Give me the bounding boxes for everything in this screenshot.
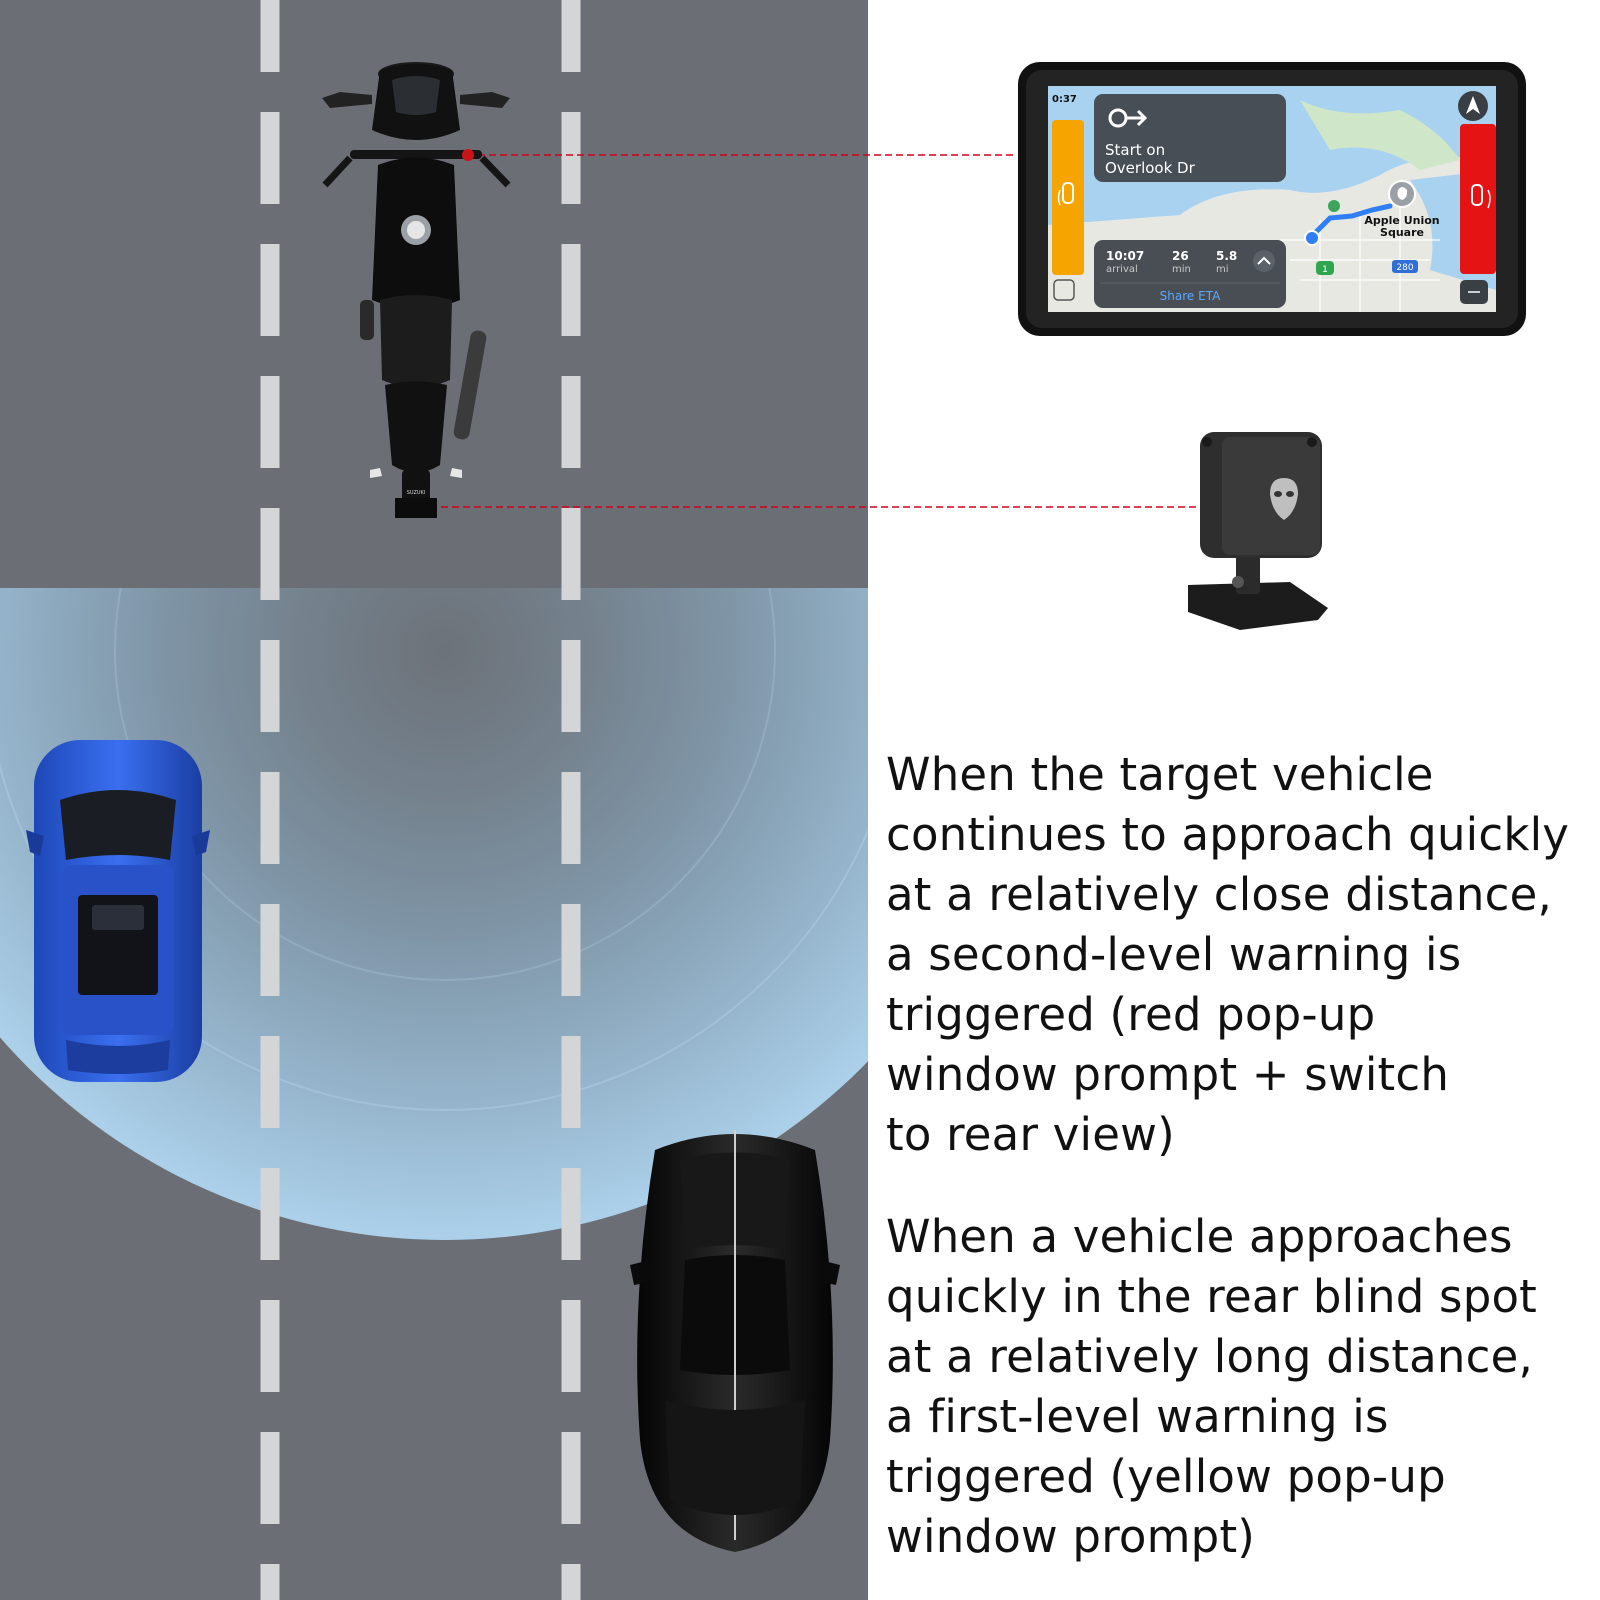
route-shield: 1 (1322, 265, 1328, 275)
distance-label: mi (1216, 264, 1229, 275)
second-level-warning-description: When the target vehicle continues to app… (886, 745, 1596, 1165)
motorcycle-display: 1 280 Apple Union Square 0:37 Start on O… (1018, 62, 1526, 336)
car-alert-icon-left (1057, 182, 1074, 206)
text-line: window prompt + switch (886, 1048, 1450, 1101)
eta-card (1094, 240, 1286, 308)
second-level-warning-bar (1460, 124, 1496, 274)
car-alert-icon-right (1471, 184, 1491, 209)
minutes-label: min (1172, 264, 1191, 275)
status-time: 0:37 (1052, 94, 1077, 105)
motorcycle-plate: SUZUKI (407, 490, 426, 496)
black-car (630, 1130, 840, 1552)
first-level-warning-description: When a vehicle approaches quickly in the… (886, 1207, 1596, 1567)
minutes-value: 26 (1172, 249, 1189, 263)
text-line: triggered (yellow pop-up (886, 1450, 1446, 1503)
destination-label-line2: Square (1380, 226, 1424, 239)
arrival-label: arrival (1106, 264, 1138, 275)
home-button[interactable] (1053, 279, 1075, 301)
text-line: When a vehicle approaches (886, 1210, 1513, 1263)
text-line: window prompt) (886, 1510, 1256, 1563)
text-line: quickly in the rear blind spot (886, 1270, 1538, 1323)
blue-car (26, 740, 210, 1082)
blind-spot-detection-zone (0, 60, 868, 1240)
route-line (1309, 203, 1393, 239)
text-line: a first-level warning is (886, 1390, 1389, 1443)
text-line: When the target vehicle (886, 748, 1434, 801)
share-eta-button[interactable]: Share ETA (1160, 289, 1221, 303)
arrival-value: 10:07 (1106, 249, 1144, 263)
text-line: to rear view) (886, 1108, 1175, 1161)
destination-label-line1: Apple Union (1364, 214, 1439, 227)
first-level-warning-bar (1052, 120, 1084, 275)
text-line: a second-level warning is (886, 928, 1462, 981)
rear-radar-camera (1188, 432, 1328, 630)
expand-eta-button[interactable] (1253, 250, 1275, 272)
highway-shield: 280 (1396, 263, 1413, 273)
text-line: at a relatively close distance, (886, 868, 1552, 921)
text-line: at a relatively long distance, (886, 1330, 1533, 1383)
distance-value: 5.8 (1216, 249, 1237, 263)
motorcycle: SUZUKI (322, 62, 511, 518)
alien-head-logo-icon (1270, 478, 1298, 520)
text-line: continues to approach quickly (886, 808, 1570, 861)
instruction-line2: Overlook Dr (1105, 159, 1196, 177)
current-location-marker (1304, 230, 1320, 246)
instruction-line1: Start on (1105, 141, 1165, 159)
chevron-up-icon (1257, 256, 1271, 265)
text-line: triggered (red pop-up (886, 988, 1376, 1041)
compass-arrow-icon (1466, 96, 1480, 114)
